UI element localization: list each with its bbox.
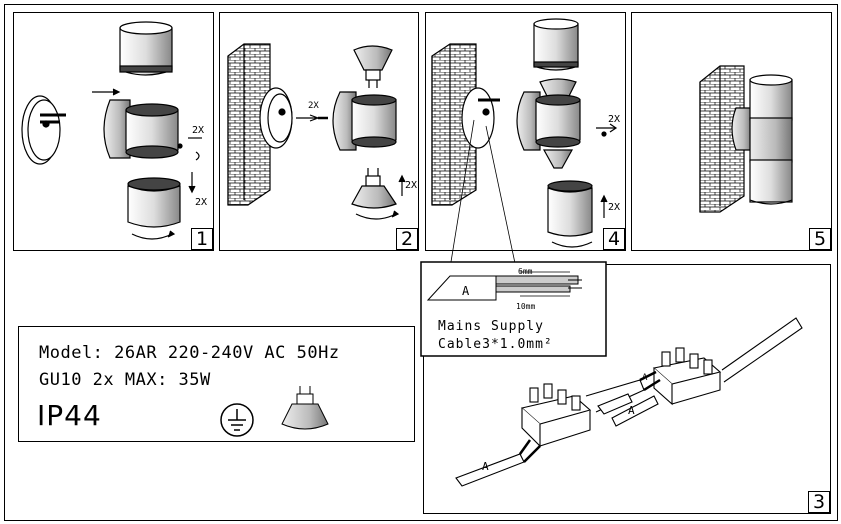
step-number-1: 1 (191, 228, 213, 250)
step-3-label-a1: A (482, 460, 489, 473)
spec-model-line: Model: 26AR 220-240V AC 50Hz (39, 343, 340, 363)
step-number-4: 4 (603, 228, 625, 250)
step-number-3: 3 (808, 491, 830, 513)
step-5-drawing (699, 65, 793, 213)
upper-glass-cover (119, 21, 173, 76)
step-2-drawing (227, 43, 406, 220)
terminal-block-left (520, 383, 592, 448)
step-4-label-a: 2X (608, 114, 620, 125)
step-3-label-a3: A (642, 373, 648, 383)
step-3-drawing (455, 317, 803, 487)
step-1-label-b: 2X (195, 197, 207, 208)
lower-glass-cover-4 (547, 180, 593, 237)
step-1-drawing (21, 21, 202, 240)
step-4-label-b: 2X (608, 202, 620, 213)
brick-wall (227, 43, 271, 206)
lower-glass-cover (127, 177, 181, 228)
gu10-bulb-bottom (351, 168, 397, 209)
spec-bulb-line: GU10 2x MAX: 35W (39, 370, 211, 390)
step-number-2: 2 (396, 228, 418, 250)
step-number-5: 5 (809, 228, 831, 250)
terminal-block-right (652, 347, 722, 406)
lamp-body-mounted (332, 91, 397, 151)
cable-label-a: A (462, 284, 470, 298)
cable-caption-line-2: Cable3*1.0mm² (438, 337, 553, 352)
upper-glass-cover-4 (533, 18, 579, 71)
step-2-label-b: 2X (405, 180, 417, 191)
wall-bracket (21, 95, 66, 165)
assembled-lamp (749, 74, 793, 205)
lamp-body (103, 99, 179, 159)
step-1-label-a: 2X (192, 125, 204, 136)
gu10-bulb-icon (281, 386, 329, 430)
step-4-drawing (431, 18, 618, 269)
strip-length-short: 6mm (518, 267, 533, 276)
earth-ground-icon (220, 403, 254, 437)
ip-rating: IP44 (37, 399, 102, 432)
cable-detail (420, 261, 607, 357)
step-3-label-a2: A (628, 404, 635, 417)
spec-panel: Model: 26AR 220-240V AC 50Hz GU10 2x MAX… (18, 326, 415, 442)
strip-length-long: 10mm (516, 302, 535, 311)
gu10-bulb-top (353, 45, 393, 88)
step-2-label-a: 2X (308, 101, 319, 111)
cable-caption-line-1: Mains Supply (438, 319, 544, 334)
